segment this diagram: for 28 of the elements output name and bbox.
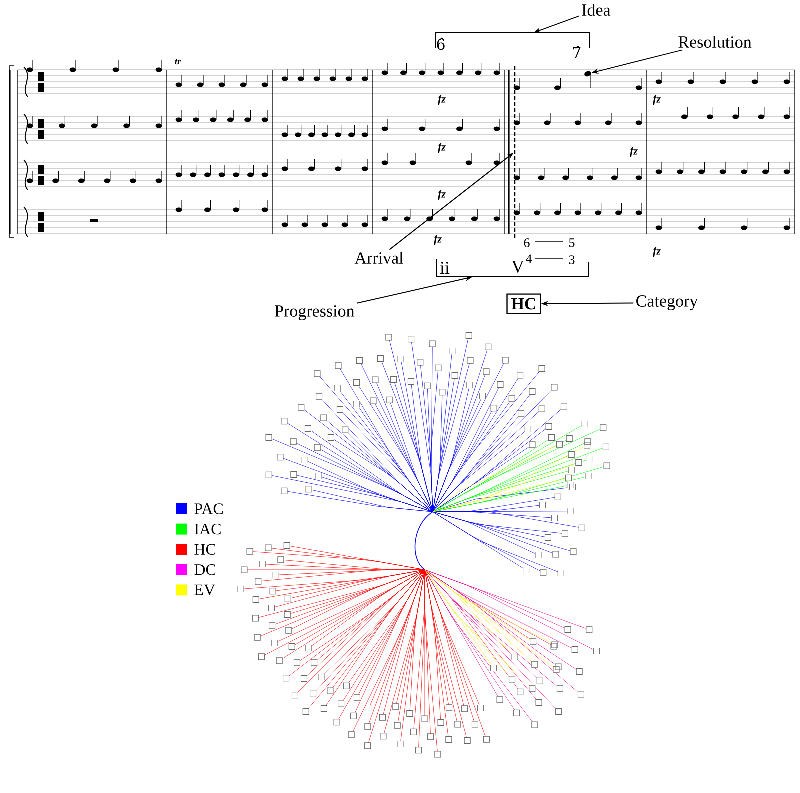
- legend-label: EV: [194, 584, 216, 596]
- annotation-text: Arrival: [354, 252, 404, 264]
- annotation-text: Idea: [582, 4, 611, 16]
- category-box: HC: [506, 294, 542, 314]
- dynamic-mark: fz: [438, 142, 446, 154]
- roman-numeral: ii: [440, 262, 450, 274]
- dynamic-mark: fz: [438, 94, 446, 106]
- roman-numeral: V: [512, 260, 524, 274]
- figured-bass: 3: [569, 256, 575, 264]
- scale-degree: 6̂: [437, 38, 445, 50]
- annotation-text: Category: [636, 296, 698, 310]
- dynamic-mark: fz: [630, 146, 638, 158]
- legend-label: PAC: [194, 504, 223, 514]
- dashed-line: [514, 66, 516, 238]
- scale-degree: 7̂: [574, 46, 581, 58]
- dynamic-mark: fz: [653, 94, 661, 106]
- legend-label: IAC: [194, 524, 221, 535]
- legend-label: HC: [194, 544, 216, 555]
- note-head: [584, 71, 592, 88]
- dynamic-mark: fz: [653, 246, 661, 258]
- dynamic-mark: fz: [438, 190, 446, 200]
- figured-bass: 6: [524, 238, 530, 248]
- dynamic-mark: fz: [434, 234, 442, 246]
- annotation-text: Progression: [275, 306, 355, 320]
- annotation-text: Resolution: [678, 36, 752, 48]
- legend-label: DC: [194, 564, 216, 576]
- figured-bass: 4: [526, 254, 532, 264]
- trill-mark: tr: [175, 59, 182, 65]
